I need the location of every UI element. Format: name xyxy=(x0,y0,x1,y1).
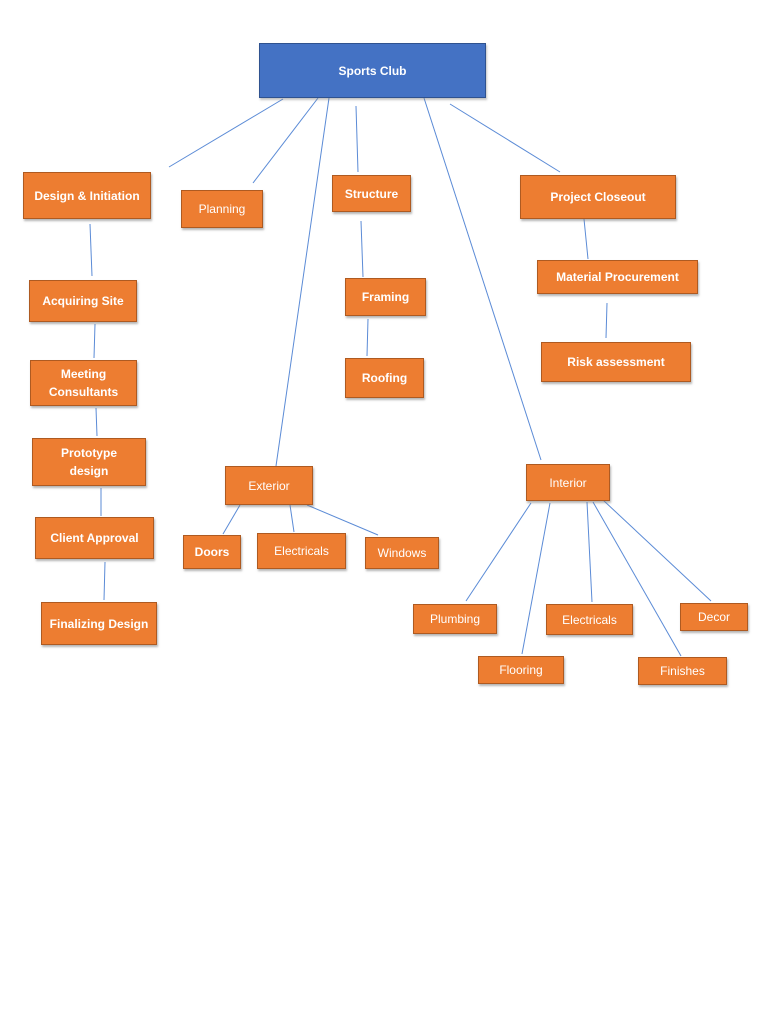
connector-line xyxy=(95,407,98,437)
connector-line xyxy=(605,302,608,339)
connector-line xyxy=(592,501,682,657)
connector-line xyxy=(366,318,369,357)
interior-electricals-node: Electricals xyxy=(546,604,633,635)
doors-node: Doors xyxy=(183,535,241,569)
prototype-design-node: Prototype design xyxy=(32,438,146,486)
framing-node: Framing xyxy=(345,278,426,316)
connector-line xyxy=(306,504,379,536)
finalizing-design-node: Finalizing Design xyxy=(41,602,157,645)
structure-node: Structure xyxy=(332,175,411,212)
connector-line xyxy=(360,220,364,278)
windows-node: Windows xyxy=(365,537,439,569)
interior-node: Interior xyxy=(526,464,610,501)
connector-line xyxy=(521,502,551,655)
connector-line xyxy=(289,504,295,533)
connector-line xyxy=(465,502,532,602)
connector-line xyxy=(252,97,319,184)
exterior-electricals-node: Electricals xyxy=(257,533,346,569)
finishes-node: Finishes xyxy=(638,657,727,685)
connector-line xyxy=(222,504,241,535)
connector-line xyxy=(423,97,542,461)
connector-line xyxy=(449,103,561,173)
meeting-consultants-node: Meeting Consultants xyxy=(30,360,137,406)
plumbing-node: Plumbing xyxy=(413,604,497,634)
connector-line xyxy=(93,323,96,359)
flooring-node: Flooring xyxy=(478,656,564,684)
connector-line xyxy=(586,501,593,603)
connector-line xyxy=(355,105,359,173)
design-initiation-node: Design & Initiation xyxy=(23,172,151,219)
client-approval-node: Client Approval xyxy=(35,517,154,559)
root-node: Sports Club xyxy=(259,43,486,98)
connector-line xyxy=(103,561,106,601)
project-closeout-node: Project Closeout xyxy=(520,175,676,219)
planning-node: Planning xyxy=(181,190,263,228)
connector-line xyxy=(602,499,712,602)
decor-node: Decor xyxy=(680,603,748,631)
connector-line xyxy=(275,97,330,467)
material-procurement-node: Material Procurement xyxy=(537,260,698,294)
exterior-node: Exterior xyxy=(225,466,313,505)
roofing-node: Roofing xyxy=(345,358,424,398)
connector-line xyxy=(583,218,589,260)
connector-line xyxy=(89,223,93,277)
acquiring-site-node: Acquiring Site xyxy=(29,280,137,322)
connector-line xyxy=(168,98,284,168)
risk-assessment-node: Risk assessment xyxy=(541,342,691,382)
